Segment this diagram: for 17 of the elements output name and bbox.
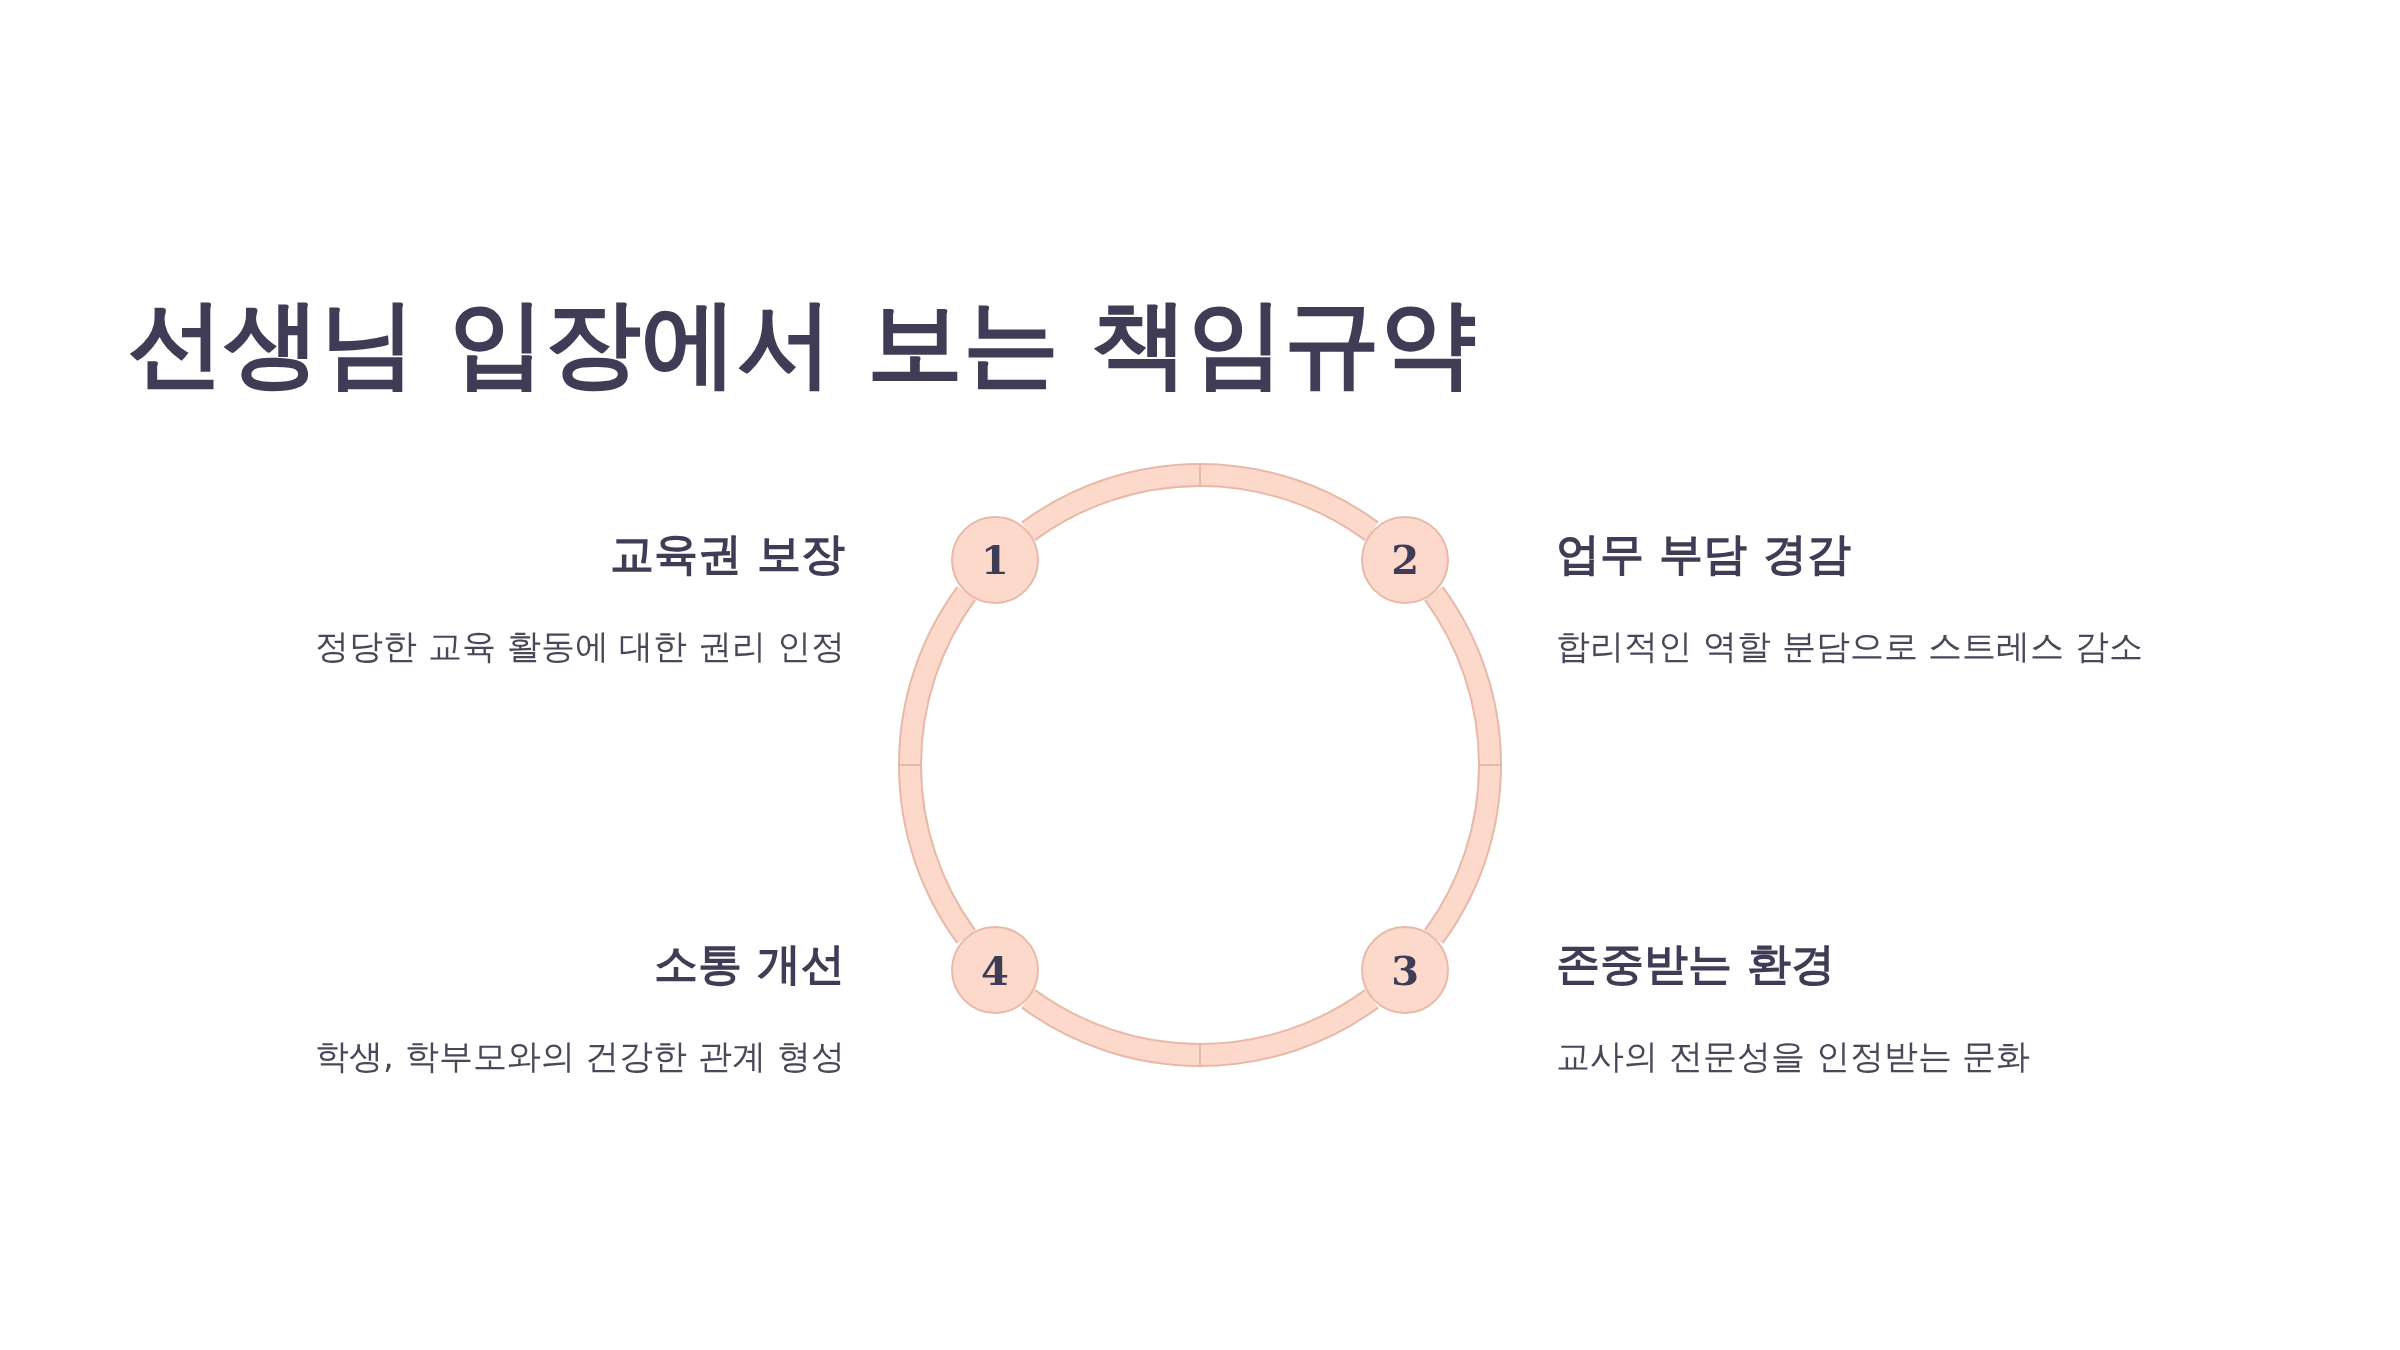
step-heading: 업무 부담 경감 — [1556, 526, 1852, 581]
step-description: 정당한 교육 활동에 대한 권리 인정 — [313, 624, 845, 668]
step-heading: 소통 개선 — [652, 937, 845, 992]
ring-segment — [898, 586, 977, 944]
step-description: 학생, 학부모와의 건강한 관계 형성 — [313, 1035, 845, 1079]
number-circle: 2 — [1361, 515, 1450, 604]
number-circle: 4 — [950, 926, 1039, 1015]
step-heading: 교육권 보장 — [608, 526, 845, 581]
ring-segment — [1423, 586, 1502, 944]
number-circle: 3 — [1361, 926, 1450, 1015]
step-description: 교사의 전문성을 인정받는 문화 — [1556, 1035, 2032, 1079]
ring-segment — [1021, 463, 1379, 542]
ring-segment — [1021, 988, 1379, 1067]
step-heading: 존중받는 환경 — [1556, 937, 1837, 992]
title: 선생님 입장에서 보는 책임규약 — [128, 286, 1477, 401]
number-circle: 1 — [950, 515, 1039, 604]
step-description: 합리적인 역할 분담으로 스트레스 감소 — [1556, 624, 2145, 668]
